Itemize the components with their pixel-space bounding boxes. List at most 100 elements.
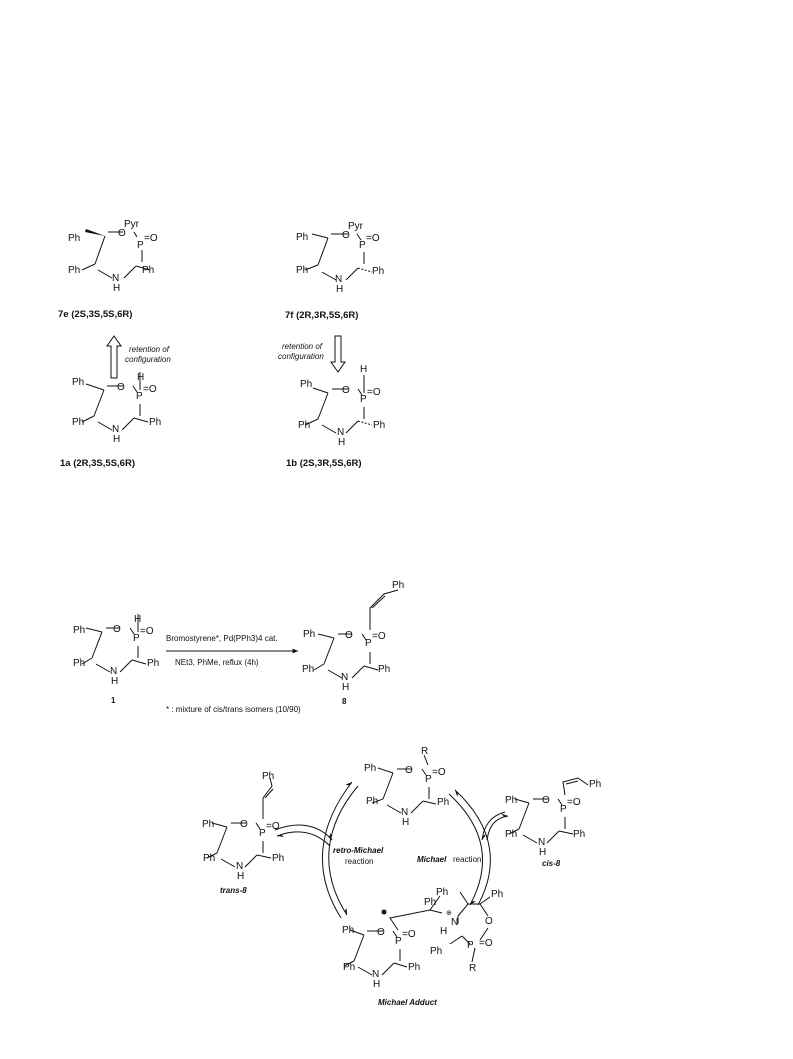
atom-ph: Ph [298,420,310,431]
atom-oxo: =O [143,384,157,395]
atom-oxo: =O [144,233,158,244]
atom-n-plus: N [451,917,458,928]
atom-ph: Ph [373,420,385,431]
atom-h: H [336,284,343,295]
retention-note-left-2: configuration [125,355,171,364]
retention-note-left-1: retention of [129,345,170,354]
atom-ph: Ph [296,232,308,243]
atom-oxo: =O [567,797,581,808]
molecule-1: Ph O P =O H Ph N H Ph [73,614,159,687]
atom-o: O [240,819,248,830]
atom-n: N [401,807,408,818]
atom-ph: Ph [491,889,503,900]
atom-pyr: Pyr [348,221,364,232]
atom-p: P [133,633,140,644]
atom-p: P [365,638,372,649]
atom-oxo: =O [432,767,446,778]
atom-o: O [117,382,125,393]
atom-h: H [137,372,144,383]
atom-p: P [359,240,366,251]
molecule-1a: Ph O P =O H Ph N H Ph [72,372,161,445]
atom-h: H [440,926,447,937]
atom-n: N [112,273,119,284]
molecule-1b: Ph O P =O H Ph N H Ph [298,364,385,448]
atom-p: P [360,394,367,405]
atom-o: O [542,795,550,806]
atom-o: O [113,624,121,635]
retention-note-right-2: configuration [278,352,324,361]
compound-label-7e: 7e (2S,3S,5S,6R) [58,309,132,320]
arrow-retention-right [330,335,346,373]
atom-ph: Ph [302,664,314,675]
atom-ph: Ph [505,795,517,806]
atom-p: P [136,391,143,402]
atom-oxo: =O [372,631,386,642]
atom-n: N [335,274,342,285]
equilibrium-arrows [274,781,509,919]
reaction-conditions: NEt3, PhMe, reflux (4h) [175,658,259,667]
atom-ph: Ph [303,629,315,640]
atom-h: H [134,614,141,625]
atom-n: N [341,672,348,683]
atom-h: H [360,364,367,375]
atom-o: O [485,916,493,927]
atom-ph: Ph [424,897,436,908]
atom-p: P [137,240,144,251]
atom-n: N [110,666,117,677]
atom-ph: Ph [203,853,215,864]
atom-ph: Ph [573,829,585,840]
atom-n: N [337,427,344,438]
compound-label-1a: 1a (2R,3S,5S,6R) [60,458,135,469]
atom-oxo: =O [140,626,154,637]
atom-n: N [538,837,545,848]
atom-o: O [342,385,350,396]
arrow-retention-left [106,335,122,379]
atom-ph: Ph [262,771,274,782]
reaction-reagents: Bromostyrene*, Pd(PPh3)4 cat. [166,634,278,643]
atom-ph: Ph [149,417,161,428]
molecule-michael-adduct: Ph O P =O Ph N H Ph Ph N ⊕ H Ph Ph O P =… [342,887,503,990]
atom-o: O [377,927,385,938]
atom-ph: Ph [202,819,214,830]
atom-ph: Ph [408,962,420,973]
atom-h: H [113,283,120,294]
atom-o: O [345,630,353,641]
atom-ph: Ph [142,265,154,276]
atom-oxo: =O [367,387,381,398]
retro-michael-label: retro-Michael [333,846,384,855]
atom-ph: Ph [272,853,284,864]
atom-h: H [111,676,118,687]
carbanion-dot [381,909,387,915]
molecule-trans-8: Ph Ph O P =O Ph N H Ph [202,771,284,882]
atom-oxo: =O [479,938,493,949]
atom-ph: Ph [343,962,355,973]
atom-oxo: =O [402,929,416,940]
michael-reaction-label: reaction [453,855,481,864]
atom-ph: Ph [342,925,354,936]
atom-oxo: =O [366,233,380,244]
atom-ph: Ph [364,763,376,774]
molecule-7f: Ph O P =O Pyr Ph N H Ph [296,221,384,295]
retro-michael-reaction-label: reaction [345,857,373,866]
atom-ph: Ph [366,796,378,807]
atom-p: P [395,936,402,947]
atom-ph: Ph [392,580,404,591]
molecule-r-substituted: Ph O P =O R Ph N H Ph [364,746,449,828]
michael-adduct-label: Michael Adduct [378,998,437,1007]
atom-ph: Ph [430,946,442,957]
atom-ph: Ph [72,377,84,388]
molecule-cis-8: Ph Ph O P =O Ph N H Ph [505,777,601,858]
atom-ph: Ph [68,233,80,244]
compound-number-8: 8 [342,697,347,706]
compound-label-1b: 1b (2S,3R,5S,6R) [286,458,362,469]
atom-ph: Ph [589,779,601,790]
atom-p: P [560,804,567,815]
atom-ph: Ph [72,417,84,428]
isomer-footnote: * : mixture of cis/trans isomers (10/90) [166,705,301,714]
atom-ph: Ph [68,265,80,276]
atom-o: O [118,228,126,239]
atom-p: P [425,774,432,785]
atom-n: N [372,969,379,980]
molecule-8: Ph Ph O P =O Ph N H Ph [302,580,404,693]
